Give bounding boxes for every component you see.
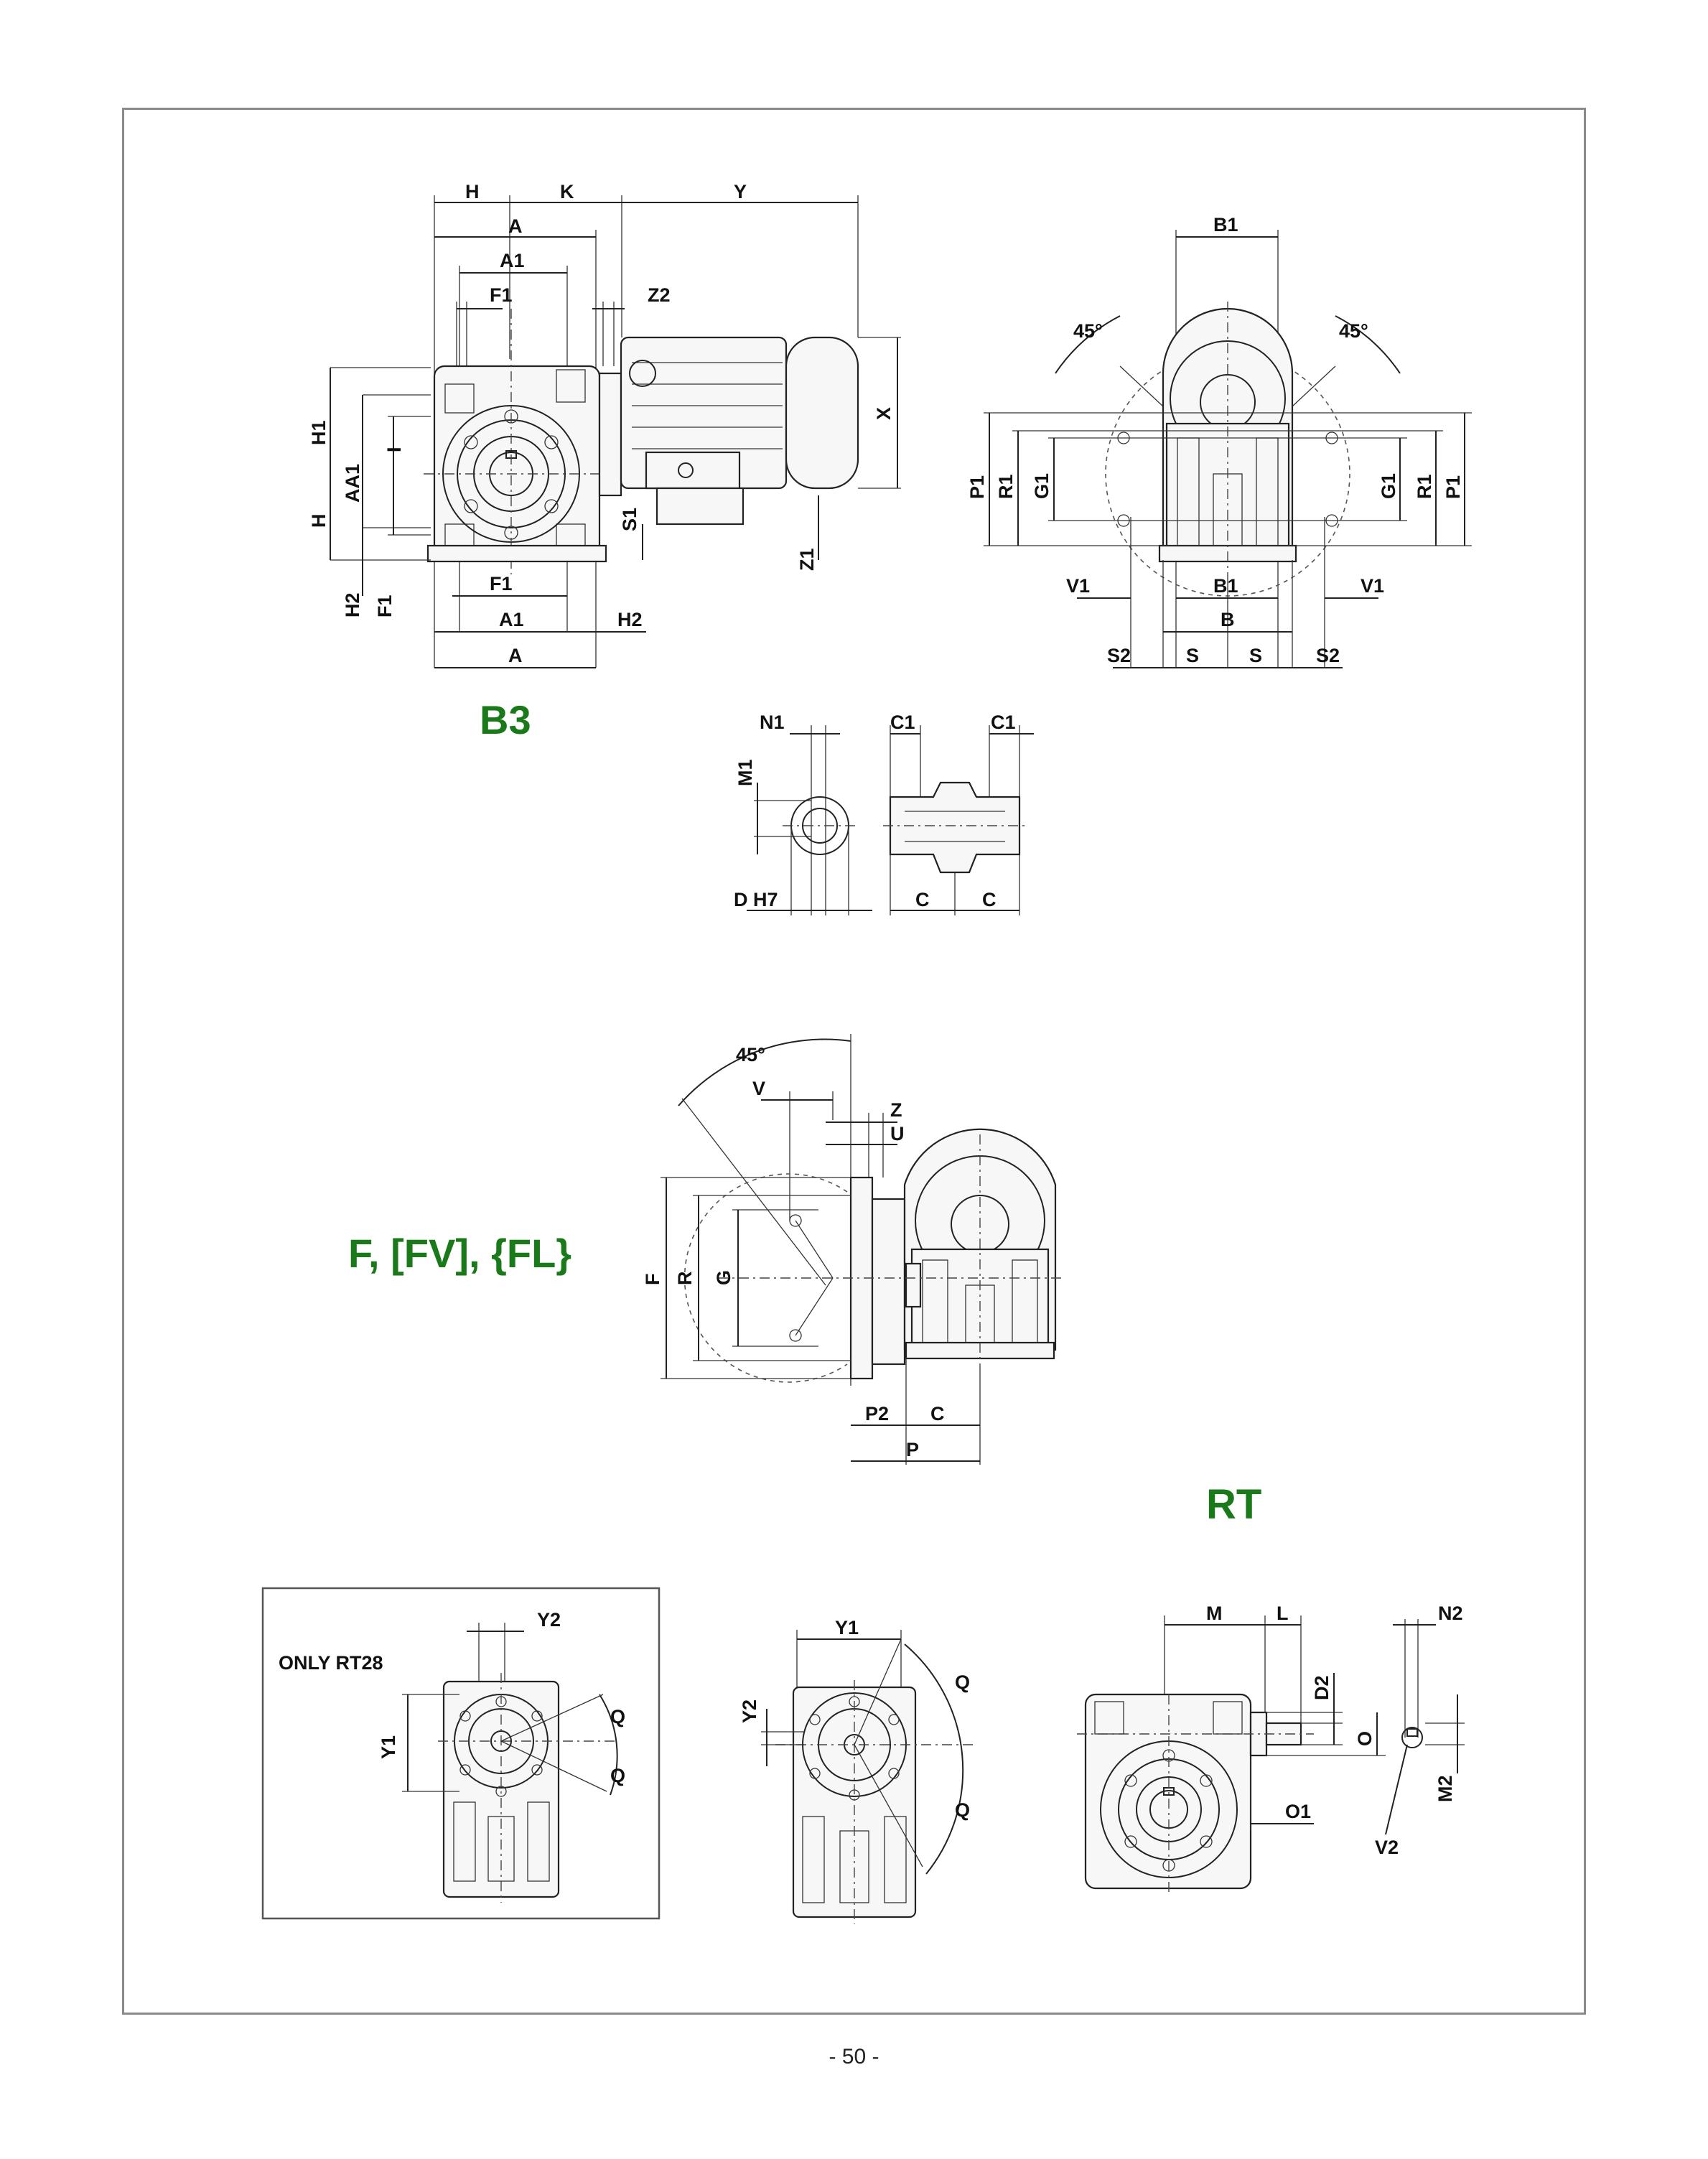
only-rt28-view: ONLY RT28 Y2 Y1 Q Q (261, 1587, 661, 1920)
dim-H2-bottom: H2 (617, 609, 643, 630)
rt-front-view: Y1 Y2 Q Q (739, 1617, 976, 1924)
dim-F1-top: F1 (490, 284, 513, 306)
dim-Q-rt-top: Q (955, 1671, 970, 1693)
rt-side-view: M L N2 D2 O O1 M2 V2 (1077, 1603, 1465, 1895)
section-title-flange: F, [FV], {FL} (348, 1231, 571, 1276)
dim-B1-top: B1 (1213, 214, 1238, 236)
dim-I: I (383, 447, 405, 452)
dim-F1-bottom: F1 (490, 573, 513, 594)
section-title-b3: B3 (480, 697, 531, 742)
dim-G1-right: G1 (1378, 473, 1399, 499)
dim-G: G (713, 1270, 734, 1285)
dim-S1: S1 (619, 508, 640, 531)
dim-Z: Z (890, 1099, 902, 1121)
dim-P1-left: P1 (966, 475, 988, 499)
dim-C-right: C (982, 889, 997, 910)
dim-F1-side: F1 (374, 594, 396, 617)
dim-45-right: 45° (1339, 320, 1368, 342)
dim-V2: V2 (1375, 1837, 1399, 1858)
dim-N2: N2 (1438, 1603, 1463, 1624)
dim-S2-left: S2 (1107, 645, 1131, 666)
dim-C-flange: C (930, 1403, 945, 1424)
dim-H1: H1 (308, 420, 330, 445)
only-rt28-label: ONLY RT28 (279, 1652, 383, 1674)
dim-C-left: C (915, 889, 930, 910)
dim-L: L (1277, 1603, 1289, 1624)
flange-view: 45° V Z U F R G P2 C P (642, 1034, 1063, 1465)
dim-Y: Y (734, 181, 747, 202)
dim-G1-left: G1 (1031, 473, 1053, 499)
dim-H-side: H (308, 514, 330, 528)
dim-A-bottom: A (508, 645, 523, 666)
dim-R: R (674, 1272, 696, 1286)
page-number: - 50 - (829, 2045, 879, 2069)
dim-S-right: S (1249, 645, 1262, 666)
dim-F: F (642, 1274, 663, 1286)
dim-AA1: AA1 (342, 464, 363, 503)
dim-Y1-rt: Y1 (835, 1617, 859, 1638)
dim-O1: O1 (1285, 1801, 1311, 1822)
dim-H2-side: H2 (342, 592, 363, 617)
dim-Z2: Z2 (648, 284, 671, 306)
dim-45-flange: 45° (736, 1044, 765, 1065)
dim-M2: M2 (1434, 1775, 1456, 1802)
dim-P2: P2 (865, 1403, 889, 1424)
dim-P: P (906, 1439, 919, 1460)
dim-N1: N1 (760, 712, 785, 733)
dim-A-top: A (508, 215, 523, 237)
b3-side-view: B1 45° 45° P1 R1 G1 G1 R1 P1 V1 B1 V1 B … (966, 214, 1472, 668)
dim-K: K (560, 181, 574, 202)
dim-V1-left: V1 (1066, 575, 1090, 597)
dim-R1-right: R1 (1414, 474, 1435, 499)
dim-A1-bottom: A1 (499, 609, 524, 630)
dim-S-left: S (1186, 645, 1199, 666)
dim-V: V (752, 1078, 765, 1099)
dim-O: O (1354, 1731, 1376, 1746)
dim-45-left: 45° (1073, 320, 1103, 342)
dim-M: M (1206, 1603, 1223, 1624)
dim-B1-bottom: B1 (1213, 575, 1238, 597)
dim-X: X (873, 407, 895, 420)
dim-R1-left: R1 (995, 474, 1017, 499)
dim-U: U (890, 1123, 905, 1144)
dim-B: B (1221, 609, 1235, 630)
dim-H-top: H (465, 181, 480, 202)
dim-V1-right: V1 (1361, 575, 1384, 597)
dim-C1-left: C1 (890, 712, 915, 733)
dim-Y1-rt28: Y1 (378, 1735, 399, 1759)
hollow-shaft-detail: N1 C1 C1 M1 D H7 C C (734, 712, 1034, 915)
dim-Z1: Z1 (796, 548, 818, 571)
dim-S2-right: S2 (1316, 645, 1340, 666)
dim-DH7: D H7 (734, 889, 778, 910)
dim-A1-top: A1 (500, 250, 525, 271)
dim-Q-rt28-top: Q (610, 1706, 625, 1727)
dim-C1-right: C1 (991, 712, 1016, 733)
dim-Q-rt-bottom: Q (955, 1799, 970, 1821)
section-title-rt: RT (1206, 1481, 1261, 1528)
b3-front-view: H K Y A A1 F1 Z2 X H1 I AA1 H S1 Z1 H2 F… (308, 181, 901, 668)
dim-Y2-rt28: Y2 (537, 1609, 561, 1631)
dim-D2: D2 (1311, 1675, 1333, 1700)
dim-M1: M1 (734, 759, 756, 786)
dim-P1-right: P1 (1442, 475, 1464, 499)
dim-Q-rt28-bottom: Q (610, 1765, 625, 1786)
dim-Y2-rt: Y2 (739, 1699, 760, 1723)
